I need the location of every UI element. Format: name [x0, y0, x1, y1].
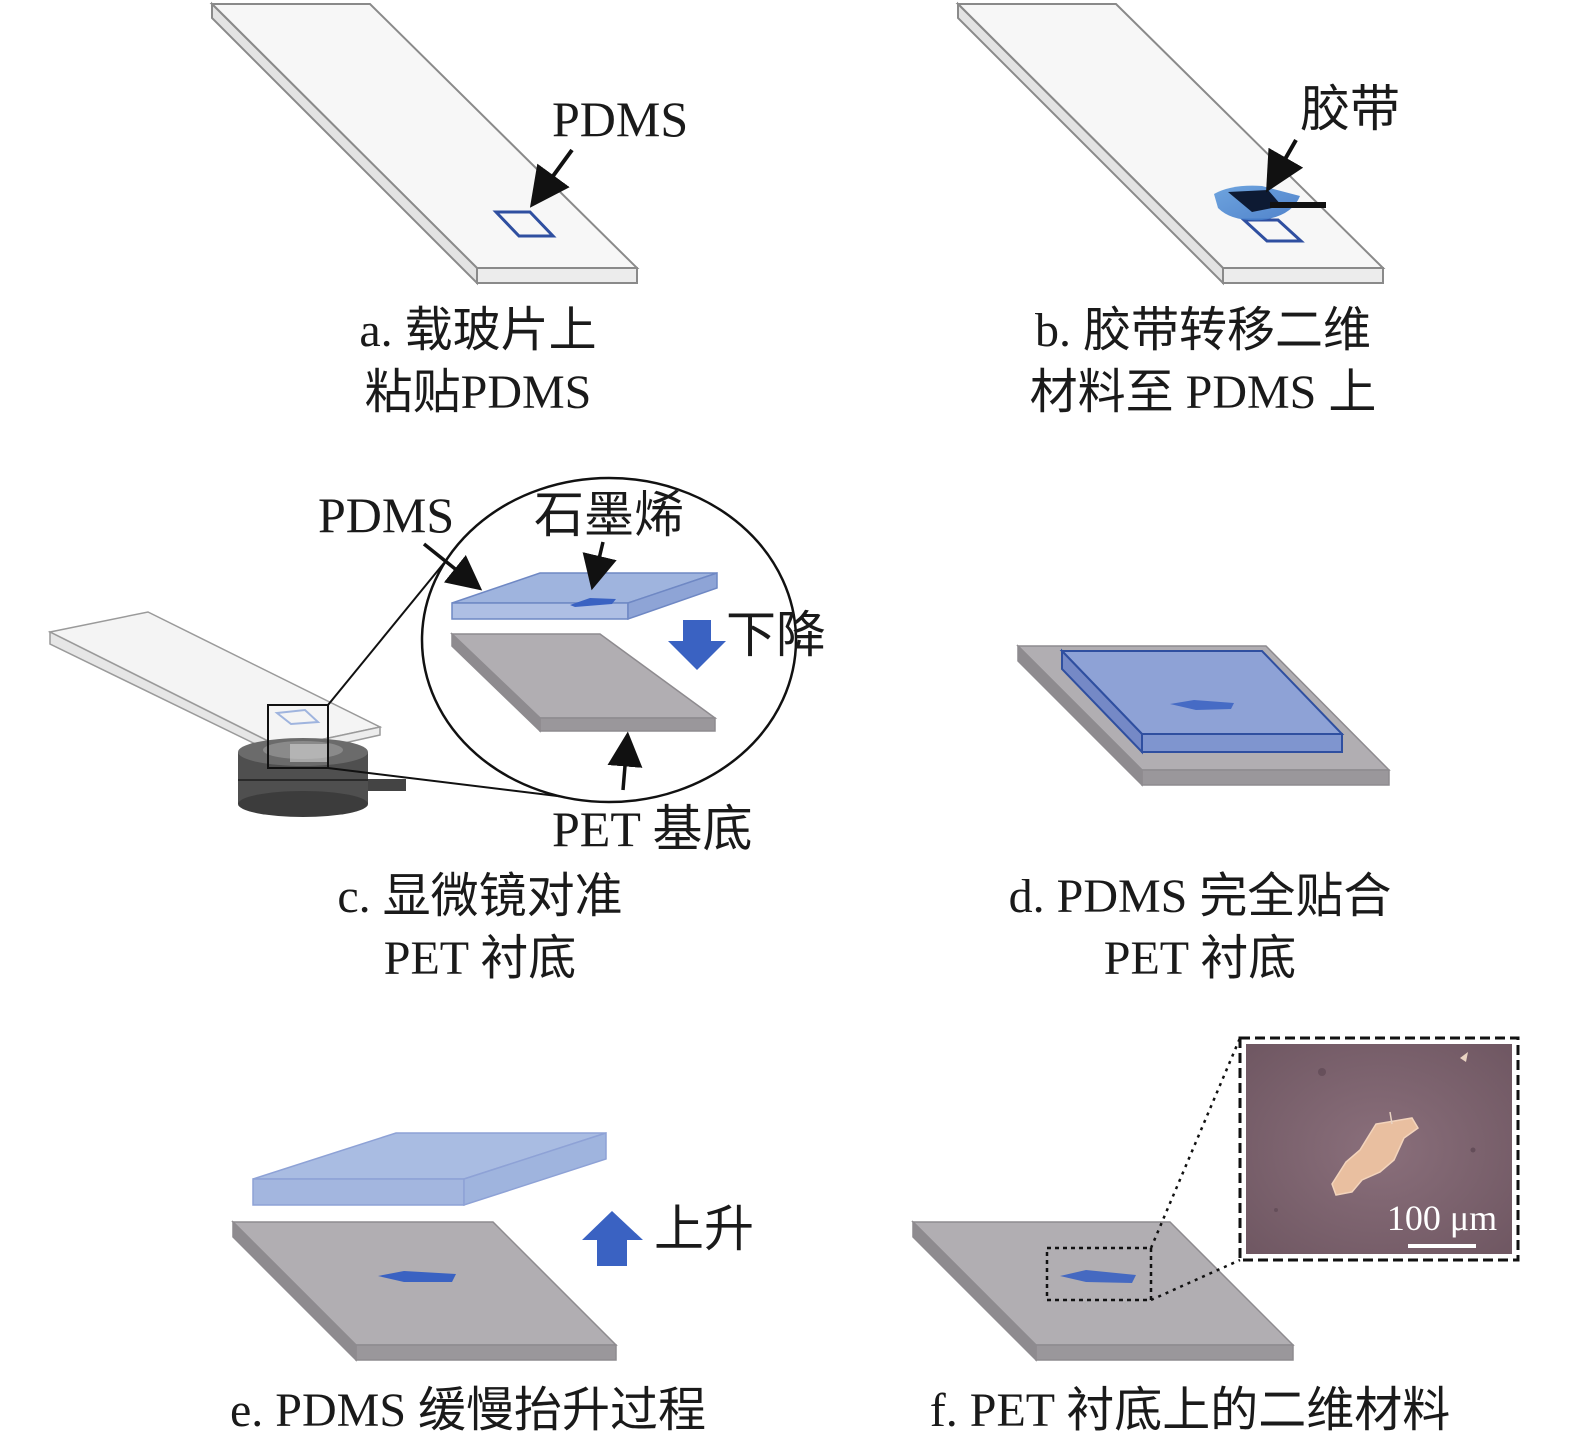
- caption-a-line2: 粘贴PDMS: [365, 366, 592, 419]
- caption-b-line2: 材料至 PDMS 上: [1030, 366, 1377, 419]
- zoom-line-top: [327, 562, 445, 706]
- raise-label: 上升: [654, 1201, 754, 1257]
- caption-f-line1: f. PET 衬底上的二维材料: [930, 1384, 1450, 1437]
- tape-callout: 胶带: [1300, 81, 1400, 137]
- panel-a: PDMS a. 载玻片上 粘贴PDMS: [209, 1, 688, 419]
- zoom-box: [267, 704, 329, 769]
- graphene-pointer: [582, 541, 617, 591]
- graphene-flake: [1170, 700, 1234, 710]
- raise-arrow-icon: [582, 1211, 643, 1266]
- substrate-pointer: [607, 731, 643, 791]
- caption-a-line1: a. 载玻片上: [359, 304, 596, 357]
- pdms-stamp: [1059, 648, 1345, 755]
- panel-c: PDMS 石墨烯 下降 PET 基底 c. 显微镜对准 PET 衬底: [47, 476, 826, 985]
- caption-c-line1: c. 显微镜对准: [337, 870, 622, 923]
- panel-f: 100 μm f. PET 衬底上的二维材料: [911, 1036, 1520, 1437]
- tape: [1214, 185, 1326, 221]
- pdms-square: [274, 708, 321, 726]
- pdms-callout: PDMS: [552, 91, 688, 147]
- glass-slide: [955, 1, 1386, 286]
- pdms-square: [492, 210, 557, 238]
- panel-d: d. PDMS 完全贴合 PET 衬底: [1009, 644, 1392, 985]
- scale-bar-label: 100 μm: [1387, 1198, 1497, 1238]
- pdms-arrow: [529, 148, 574, 208]
- pdms-square: [1240, 218, 1305, 243]
- microscope-stage: [238, 738, 406, 817]
- zoom-line-bottom: [1150, 1258, 1241, 1302]
- pet-substrate: [450, 632, 718, 733]
- panel-b: 胶带 b. 胶带转移二维 材料至 PDMS 上: [955, 1, 1400, 419]
- micrograph-inset: 100 μm: [1238, 1036, 1520, 1262]
- graphene-flake: [378, 1271, 456, 1282]
- caption-c-line2: PET 衬底: [384, 932, 576, 985]
- pdms-pointer: [422, 542, 483, 591]
- graphene-label: 石墨烯: [534, 487, 684, 543]
- lower-arrow-icon: [668, 620, 726, 670]
- glass-slide: [47, 611, 383, 759]
- pdms-stamp: [252, 1131, 607, 1207]
- pet-substrate: [911, 1220, 1295, 1362]
- caption-b-line1: b. 胶带转移二维: [1035, 304, 1371, 357]
- flake-image: [1331, 1117, 1419, 1196]
- tape-arrow: [1266, 139, 1304, 193]
- selection-box: [1045, 1246, 1153, 1302]
- substrate-label: PET 基底: [552, 801, 753, 857]
- caption-d-line1: d. PDMS 完全贴合: [1009, 870, 1392, 923]
- caption-d-line2: PET 衬底: [1104, 932, 1296, 985]
- pdms-label: PDMS: [318, 487, 454, 543]
- zoom-line-top: [1149, 1037, 1242, 1249]
- graphene-flake: [1060, 1270, 1136, 1283]
- panel-e: 上升 e. PDMS 缓慢抬升过程: [230, 1131, 754, 1437]
- zoom-line-bottom: [327, 767, 591, 801]
- pet-substrate: [231, 1220, 618, 1362]
- lower-label: 下降: [726, 607, 826, 663]
- caption-e-line1: e. PDMS 缓慢抬升过程: [230, 1384, 706, 1437]
- graphene-flake: [570, 598, 616, 607]
